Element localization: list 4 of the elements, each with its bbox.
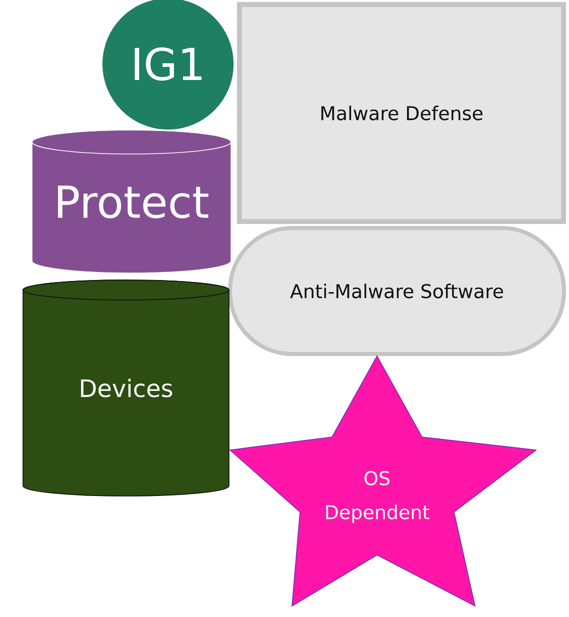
cylinder: Protect (32, 130, 232, 274)
rounded-box: Anti-Malware Software (228, 226, 566, 356)
process-box: Malware Defense (237, 2, 566, 224)
cylinder: Devices (22, 280, 230, 496)
